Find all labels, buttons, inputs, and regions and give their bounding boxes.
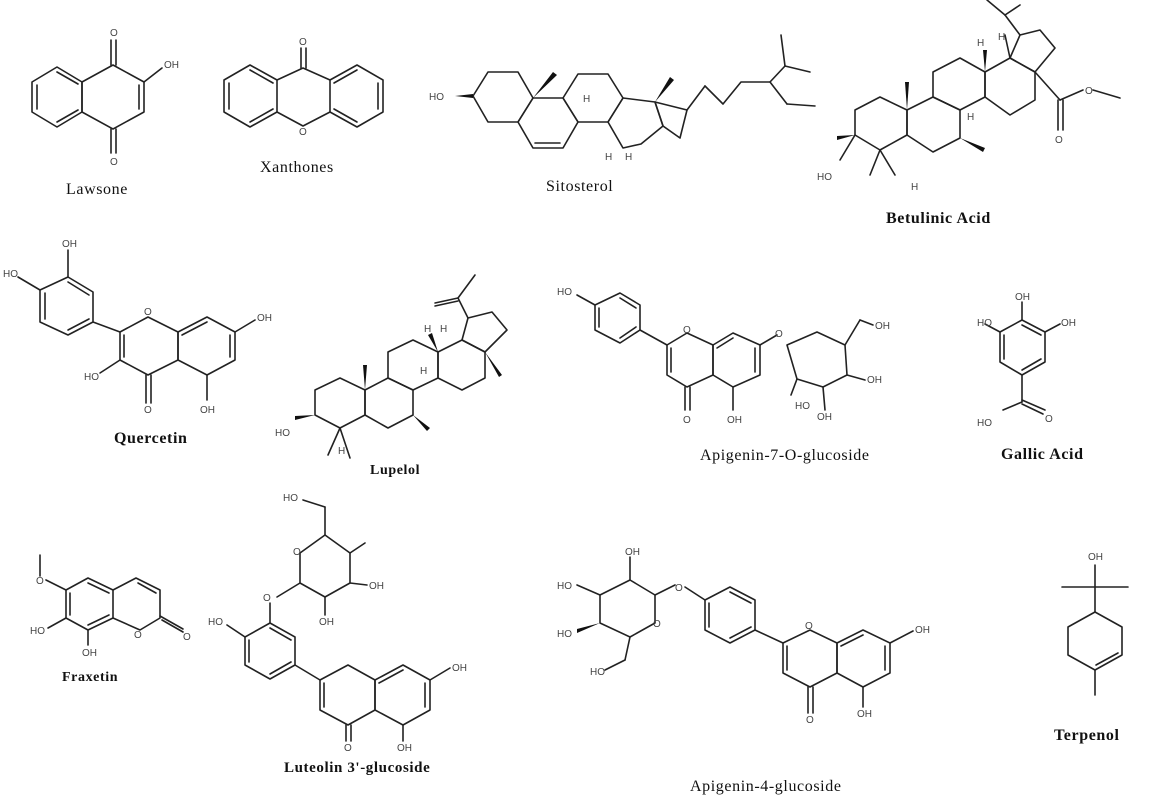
group-label: O <box>675 583 683 594</box>
group-label: OH <box>915 625 930 636</box>
group-label: H <box>440 324 447 335</box>
group-label: O <box>299 37 307 48</box>
group-label: O <box>110 157 118 168</box>
group-label: O <box>110 28 118 39</box>
compound-name-sitosterol: Sitosterol <box>546 178 614 195</box>
group-label: OH <box>857 709 872 720</box>
group-label: OH <box>1088 552 1103 563</box>
group-label: HO <box>977 418 992 429</box>
compound-name-lupelol: Lupelol <box>370 463 421 478</box>
group-label: HO <box>557 629 572 640</box>
group-label: OH <box>625 547 640 558</box>
group-label: HO <box>557 287 572 298</box>
group-label: OH <box>200 405 215 416</box>
compound-name-terpenol: Terpenol <box>1054 727 1120 744</box>
gallic-acid-structure-icon: OH HO OH HO O <box>977 292 1076 429</box>
group-label: O <box>263 593 271 604</box>
group-label: O <box>1085 86 1093 97</box>
betulinic-acid-structure-icon: H H H H O O HO <box>817 0 1121 193</box>
group-label: OH <box>164 60 179 71</box>
group-label: HO <box>590 667 605 678</box>
group-label: H <box>911 182 918 193</box>
group-label: O <box>775 329 783 340</box>
group-label: HO <box>3 269 18 280</box>
compound-name-quercetin: Quercetin <box>114 430 188 447</box>
compound-name-luteolin-3-glucoside: Luteolin 3'-glucoside <box>284 760 431 776</box>
group-label: HO <box>275 428 290 439</box>
group-label: HO <box>208 617 223 628</box>
group-label: OH <box>867 375 882 386</box>
group-label: H <box>338 446 345 457</box>
group-label: O <box>683 415 691 426</box>
sitosterol-structure-icon: HO H H H <box>429 34 816 163</box>
xanthones-structure-icon: O O <box>223 37 384 138</box>
group-label: H <box>967 112 974 123</box>
lawsone-structure-icon: O OH O <box>31 28 179 168</box>
group-label: H <box>424 324 431 335</box>
group-label: H <box>420 366 427 377</box>
apigenin-7-o-glucoside-structure-icon: HO O O OH OH HO OH O OH <box>557 287 890 426</box>
lupelol-structure-icon: H H H H HO <box>275 274 508 459</box>
group-label: O <box>805 621 813 632</box>
group-label: O <box>144 307 152 318</box>
group-label: HO <box>429 92 444 103</box>
group-label: H <box>977 38 984 49</box>
group-label: O <box>293 547 301 558</box>
apigenin-4-glucoside-structure-icon: OH HO O HO O HO O OH O OH <box>557 547 930 726</box>
luteolin-3-glucoside-structure-icon: HO O OH OH O HO OH O OH <box>208 493 467 754</box>
compound-name-lawsone: Lawsone <box>66 181 128 198</box>
group-label: OH <box>82 648 97 659</box>
group-label: OH <box>452 663 467 674</box>
group-label: OH <box>817 412 832 423</box>
group-label: O <box>1055 135 1063 146</box>
group-label: HO <box>84 372 99 383</box>
group-label: O <box>36 576 44 587</box>
group-label: OH <box>397 743 412 754</box>
group-label: OH <box>1061 318 1076 329</box>
fraxetin-structure-icon: O HO OH O O <box>30 554 191 659</box>
terpenol-structure-icon: OH <box>1061 552 1129 696</box>
group-label: HO <box>817 172 832 183</box>
group-label: O <box>344 743 352 754</box>
group-label: O <box>653 619 661 630</box>
group-label: O <box>1045 414 1053 425</box>
group-label: HO <box>557 581 572 592</box>
group-label: HO <box>795 401 810 412</box>
group-label: OH <box>727 415 742 426</box>
quercetin-structure-icon: OH HO O OH HO O OH <box>3 239 272 416</box>
group-label: OH <box>62 239 77 250</box>
group-label: OH <box>369 581 384 592</box>
group-label: HO <box>977 318 992 329</box>
group-label: OH <box>875 321 890 332</box>
group-label: HO <box>283 493 298 504</box>
group-label: H <box>998 32 1005 43</box>
group-label: H <box>625 152 632 163</box>
group-label: O <box>299 127 307 138</box>
group-label: O <box>144 405 152 416</box>
group-label: O <box>683 325 691 336</box>
group-label: O <box>134 630 142 641</box>
compound-name-gallic-acid: Gallic Acid <box>1001 446 1084 463</box>
group-label: OH <box>257 313 272 324</box>
compound-name-apigenin-4-glucoside: Apigenin-4-glucoside <box>690 778 842 795</box>
group-label: HO <box>30 626 45 637</box>
group-label: H <box>583 94 590 105</box>
compound-name-fraxetin: Fraxetin <box>62 670 119 685</box>
group-label: H <box>605 152 612 163</box>
group-label: O <box>806 715 814 726</box>
compound-name-betulinic-acid: Betulinic Acid <box>886 210 991 227</box>
compound-name-xanthones: Xanthones <box>260 159 334 176</box>
group-label: O <box>183 632 191 643</box>
group-label: OH <box>1015 292 1030 303</box>
compound-name-apigenin-7-o-glucoside: Apigenin-7-O-glucoside <box>700 447 870 464</box>
group-label: OH <box>319 617 334 628</box>
